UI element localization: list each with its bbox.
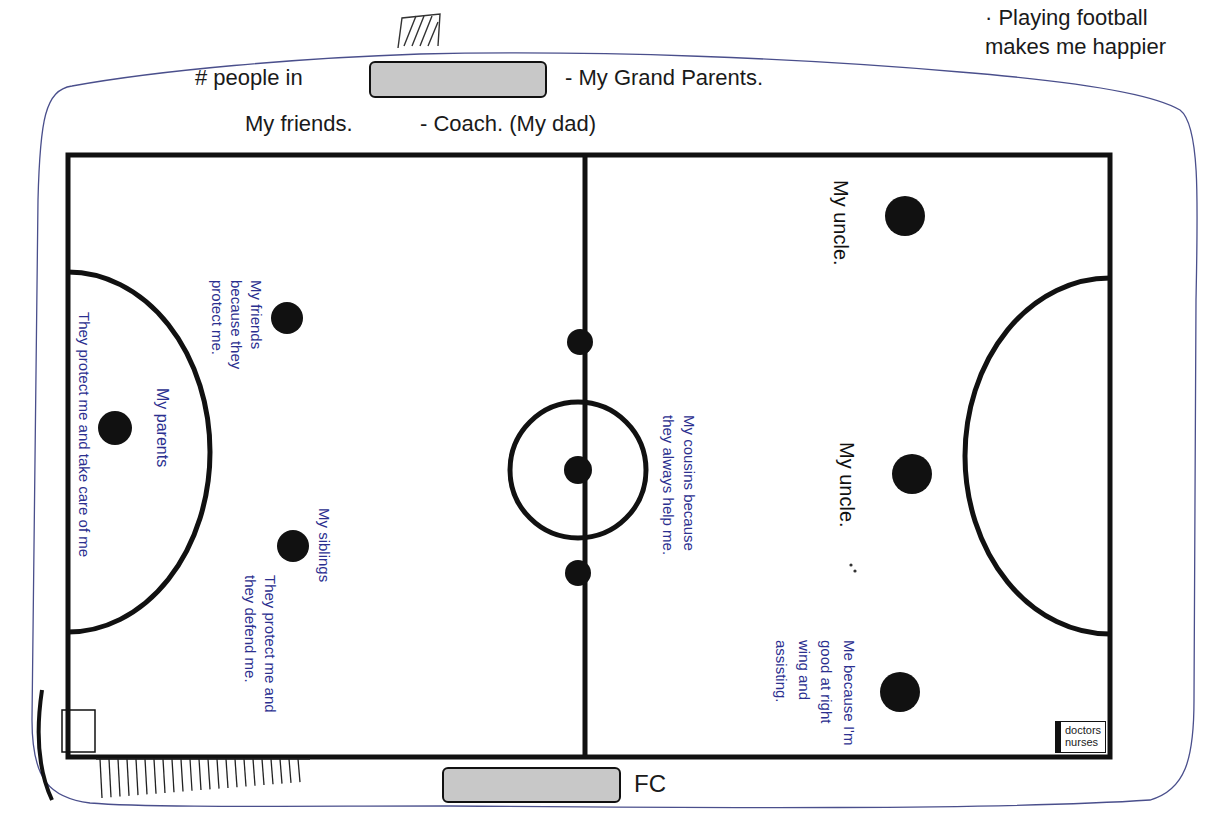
player-dots	[98, 196, 932, 712]
header-text: - My Grand Parents.	[565, 64, 845, 93]
player-label: Me because I'm good at right wing and as…	[770, 640, 860, 752]
hatch-stroke	[163, 759, 165, 793]
scribble	[398, 14, 440, 48]
hatch-stroke	[199, 759, 201, 790]
hatch-stroke	[217, 759, 219, 789]
outer-outline	[32, 53, 1197, 808]
player-note: They protect me and take care of me	[75, 312, 95, 612]
hatch-stroke	[118, 759, 120, 797]
hatch-stroke	[244, 759, 246, 786]
hatch-stroke	[145, 759, 147, 794]
futsal-court	[68, 155, 1110, 757]
player-label: My uncle.	[828, 180, 854, 280]
corner-stroke	[39, 690, 52, 800]
player-label: My siblings	[315, 508, 335, 618]
hatch-stroke	[289, 759, 291, 783]
hatch-stroke	[96, 758, 310, 759]
header-text: # people in	[195, 64, 365, 93]
hatch-stroke	[280, 759, 282, 784]
colon-mark	[849, 563, 856, 572]
player-label: My parents	[151, 388, 172, 508]
box-text: doctors nurses	[1065, 724, 1101, 748]
hatch-stroke	[181, 759, 183, 792]
hatch-stroke	[109, 759, 111, 797]
player-label: My cousins because they always help me.	[658, 415, 700, 565]
team-name: FC	[634, 768, 694, 799]
corner-box: doctors nurses	[1055, 721, 1106, 753]
player-label: My uncle.	[834, 442, 860, 542]
hatch-stroke	[262, 759, 264, 785]
hatch-stroke	[190, 759, 192, 791]
header-text: My friends.	[245, 110, 405, 139]
hatch-stroke	[127, 759, 129, 796]
player-note: They protect me and they defend me.	[241, 575, 280, 715]
corner-box	[62, 710, 95, 752]
redacted-box	[443, 768, 620, 802]
hatch-stroke	[271, 759, 273, 784]
note-text: · Playing football makes me happier	[985, 4, 1207, 61]
hatch-stroke	[208, 759, 210, 789]
header-text: - Coach. (My dad)	[420, 110, 680, 139]
hatch-stroke	[136, 759, 138, 795]
hatch-stroke	[298, 759, 300, 782]
hatch-stroke	[172, 759, 174, 792]
hatch-stroke	[100, 759, 102, 798]
hatch-stroke	[154, 759, 156, 794]
hatch-stroke	[226, 759, 228, 788]
hatch-stroke	[253, 759, 255, 786]
redacted-box	[370, 62, 546, 97]
hatch-stroke	[235, 759, 237, 787]
player-label: My friends because they protect me.	[208, 280, 267, 385]
hatching	[96, 759, 310, 798]
